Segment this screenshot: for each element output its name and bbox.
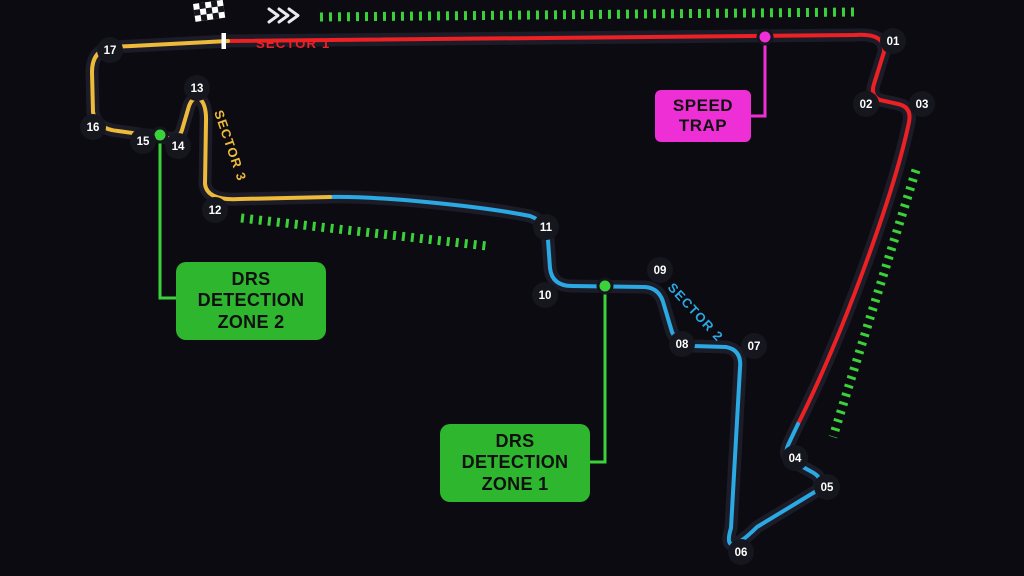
drs-zone-dashes-back <box>240 213 488 251</box>
drs2-line2: DETECTION <box>197 290 305 311</box>
turn-marker-15: 15 <box>130 128 156 154</box>
speed-trap-connector <box>751 37 767 118</box>
turn-number: 01 <box>887 36 900 48</box>
turn-number: 04 <box>789 453 802 465</box>
turn-marker-05: 05 <box>814 474 840 500</box>
turn-number: 11 <box>540 222 553 234</box>
turn-circle <box>880 28 906 54</box>
turn-circle <box>165 133 191 159</box>
turn-circle <box>97 37 123 63</box>
turn-number: 17 <box>104 45 117 57</box>
checkered-flag-icon <box>193 0 226 22</box>
speed-trap-label: SPEED TRAP <box>655 90 751 142</box>
drs1-line1: DRS <box>495 430 535 451</box>
drs-zone-dashes-top <box>319 7 857 22</box>
turn-number: 09 <box>654 265 667 277</box>
turn-number: 16 <box>87 122 100 134</box>
turn-circle <box>728 539 754 565</box>
turn-number: 03 <box>916 99 929 111</box>
turn-circle <box>909 91 935 117</box>
turn-marker-16: 16 <box>80 114 106 140</box>
turn-marker-13: 13 <box>184 75 210 101</box>
turn-marker-04: 04 <box>782 445 808 471</box>
turn-circle <box>853 91 879 117</box>
turn-number: 08 <box>676 339 689 351</box>
turn-marker-03: 03 <box>909 91 935 117</box>
turn-number: 05 <box>821 482 834 494</box>
turn-marker-14: 14 <box>165 133 191 159</box>
turn-number: 13 <box>191 83 204 95</box>
turn-circle <box>647 257 673 283</box>
turn-marker-10: 10 <box>532 282 558 308</box>
drs1-line3: ZONE 1 <box>481 473 549 494</box>
sector3-label: SECTOR 3 <box>211 108 249 183</box>
turn-circle <box>533 214 559 240</box>
turn-number: 12 <box>209 205 222 217</box>
turn-marker-11: 11 <box>533 214 559 240</box>
turn-marker-09: 09 <box>647 257 673 283</box>
drs-detection-zone1-label: DRS DETECTION ZONE 1 <box>440 424 590 502</box>
drs-detection-connector-1 <box>590 286 607 464</box>
turn-circle <box>669 331 695 357</box>
sector1-label: SECTOR 1 <box>256 36 330 51</box>
turn-number: 15 <box>137 136 150 148</box>
turn-marker-07: 07 <box>741 333 767 359</box>
turn-circle <box>741 333 767 359</box>
turn-number: 02 <box>860 99 873 111</box>
drs-zone-dashes-right <box>828 168 921 439</box>
turn-circle <box>184 75 210 101</box>
turn-circle <box>130 128 156 154</box>
drs1-line2: DETECTION <box>461 452 569 473</box>
drs2-line1: DRS <box>231 268 271 289</box>
speed-trap-line2: TRAP <box>678 116 728 135</box>
turn-marker-02: 02 <box>853 91 879 117</box>
speed-trap-line1: SPEED <box>672 96 734 116</box>
start-finish-line <box>221 33 226 49</box>
turn-marker-06: 06 <box>728 539 754 565</box>
turn-number: 14 <box>172 141 185 153</box>
turn-marker-01: 01 <box>880 28 906 54</box>
turn-circle <box>782 445 808 471</box>
drs2-line3: ZONE 2 <box>217 311 285 332</box>
turn-number: 07 <box>748 341 761 353</box>
turn-circle <box>80 114 106 140</box>
turn-circle <box>532 282 558 308</box>
turn-marker-17: 17 <box>97 37 123 63</box>
speed-trap-dot <box>756 28 774 46</box>
turn-circle <box>814 474 840 500</box>
turn-marker-12: 12 <box>202 197 228 223</box>
drs-detection-zone2-label: DRS DETECTION ZONE 2 <box>176 262 326 340</box>
turn-number: 10 <box>539 290 552 302</box>
turn-number: 06 <box>735 547 748 559</box>
drs-detection-connector-2 <box>158 135 176 300</box>
sector1-line <box>226 32 912 426</box>
turn-circle <box>202 197 228 223</box>
direction-chevrons-icon <box>267 7 300 24</box>
turn-marker-08: 08 <box>669 331 695 357</box>
drs-detection-dot-1 <box>596 277 614 295</box>
